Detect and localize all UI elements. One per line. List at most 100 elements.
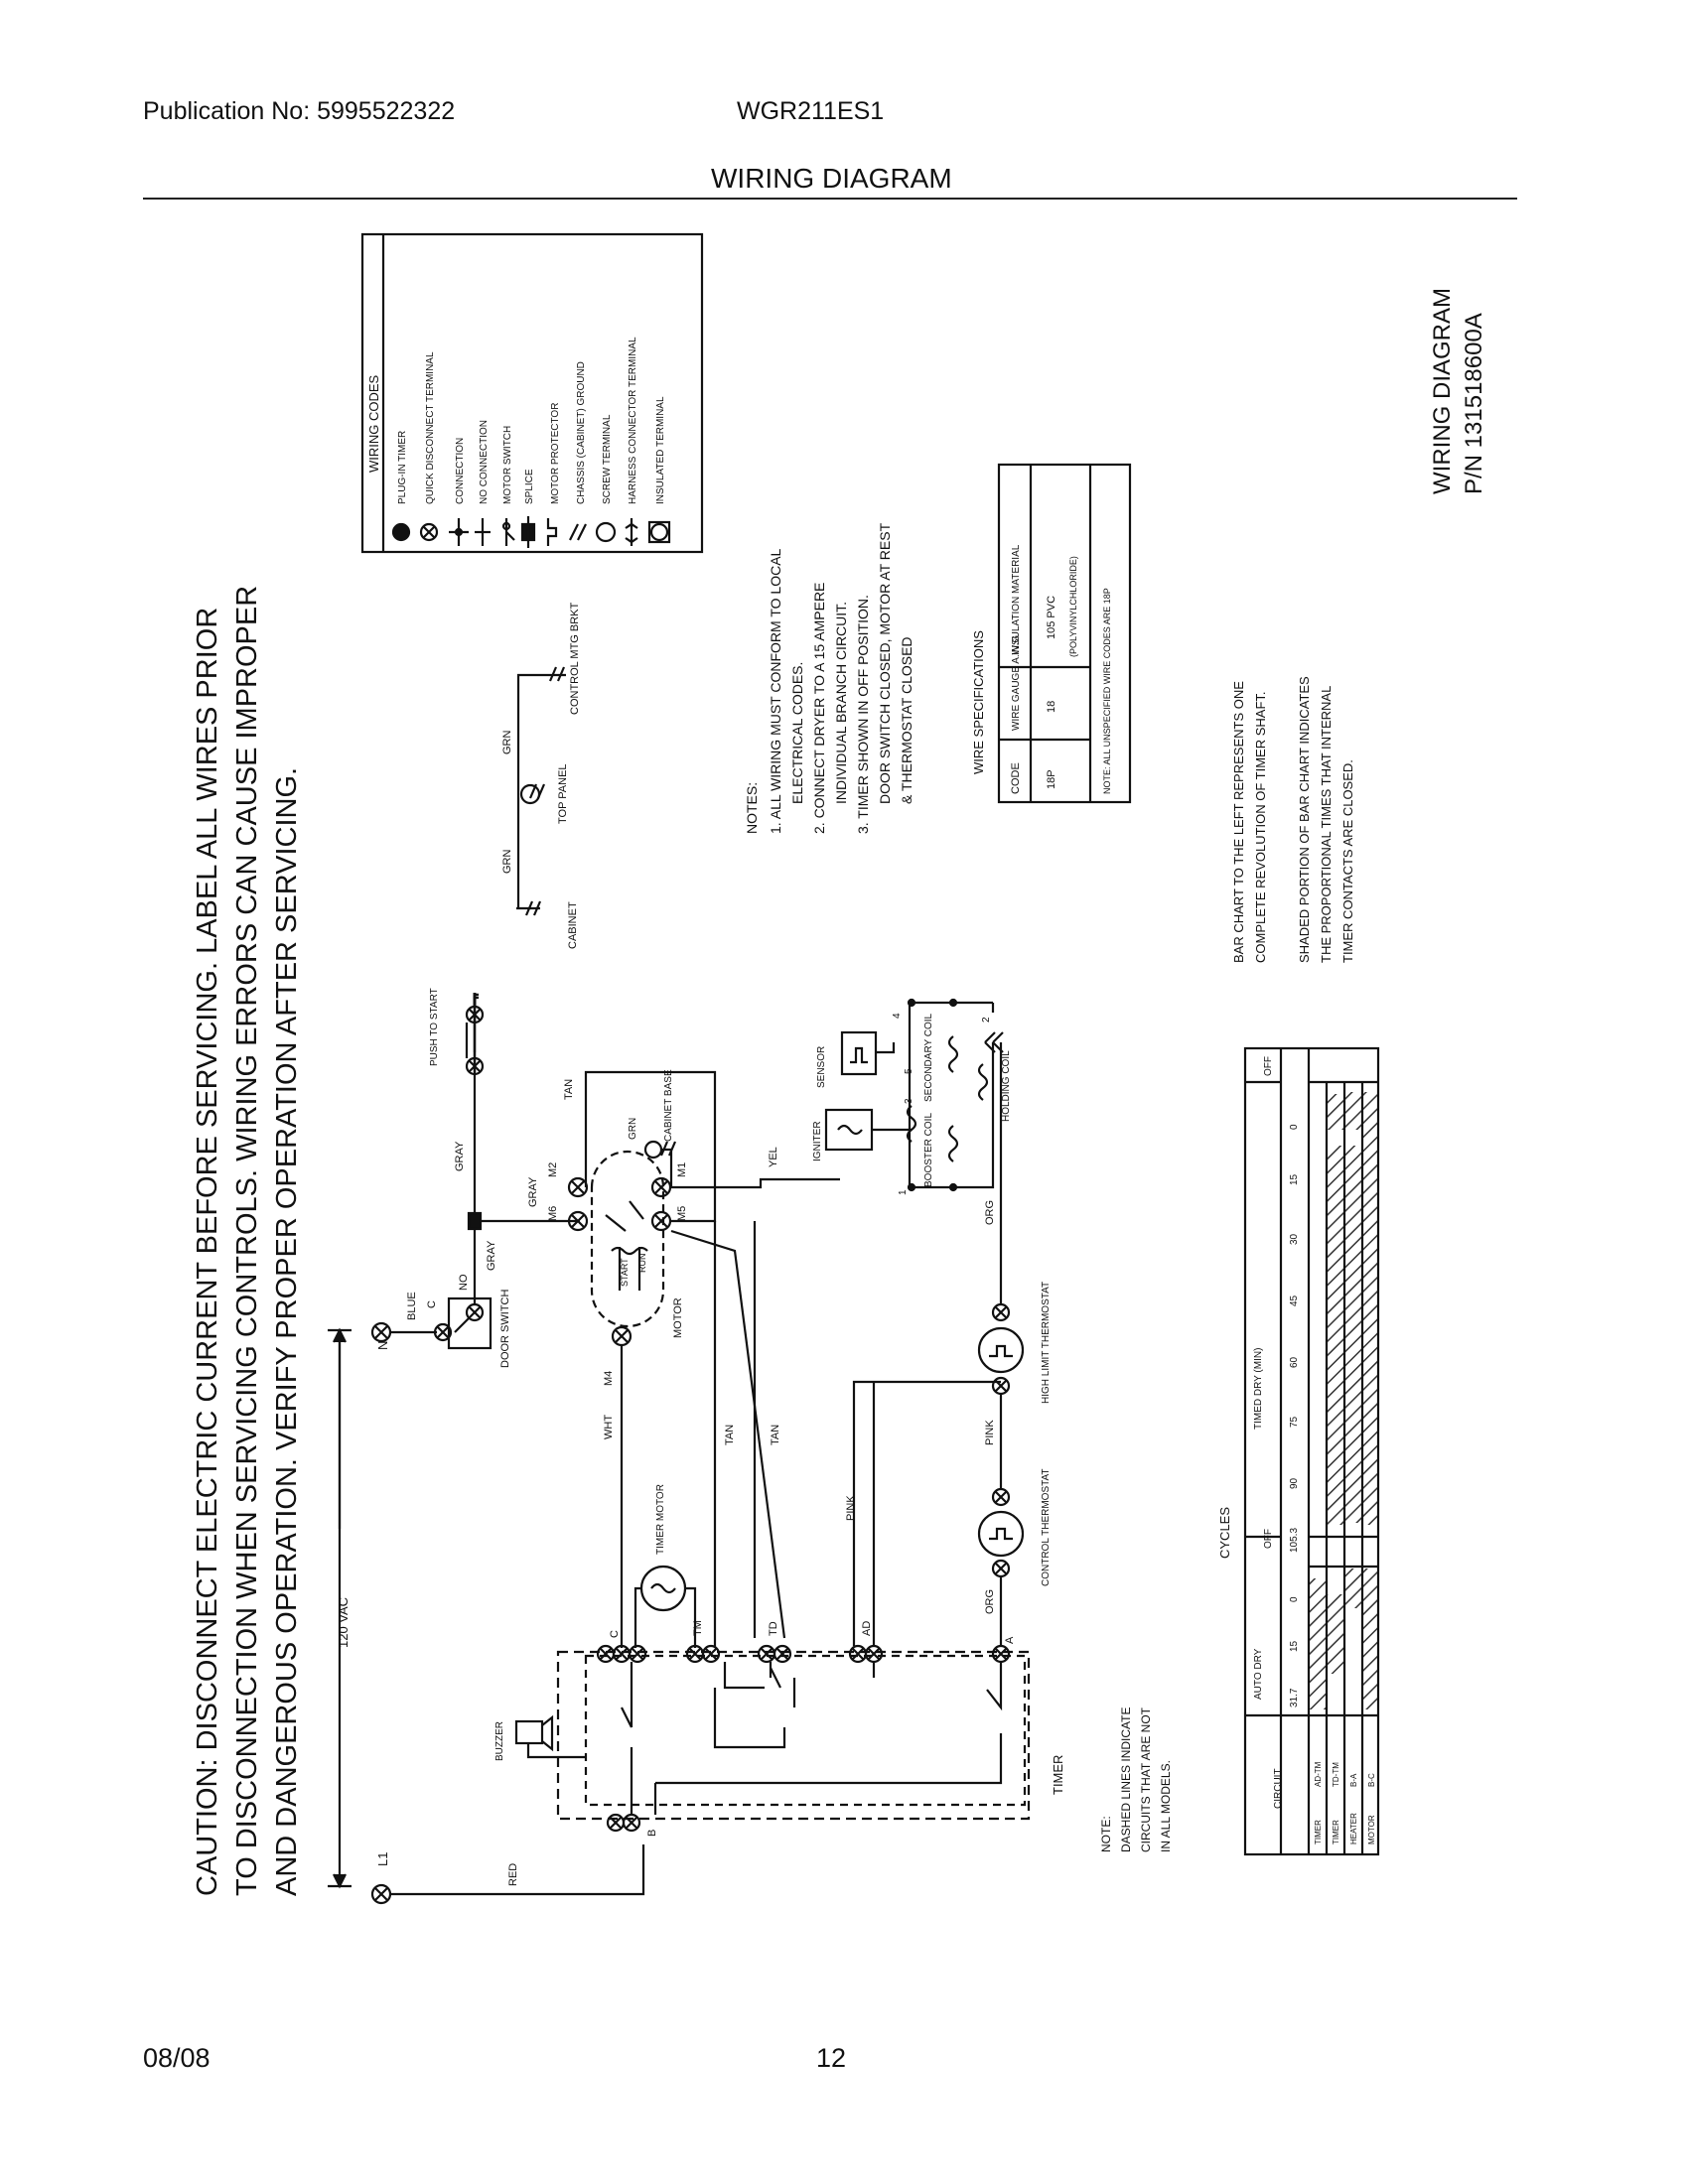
igniter-label: IGNITER xyxy=(812,1121,823,1161)
high-limit-thermostat-label: HIGH LIMIT THERMOSTAT xyxy=(1041,1282,1052,1404)
svg-text:ELECTRICAL CODES.: ELECTRICAL CODES. xyxy=(789,662,805,804)
timer-term-a: A xyxy=(1004,1636,1016,1644)
grn-label-1: GRN xyxy=(501,850,513,875)
svg-text:QUICK DISCONNECT TERMINAL: QUICK DISCONNECT TERMINAL xyxy=(425,351,436,504)
buzzer xyxy=(514,1714,586,1759)
org-label-2: ORG xyxy=(984,1200,996,1225)
wire-specs-header-code: CODE xyxy=(1010,762,1022,794)
motor xyxy=(567,1150,672,1347)
notes: NOTES: 1. ALL WIRING MUST CONFORM TO LOC… xyxy=(744,522,914,834)
high-limit-thermostat xyxy=(977,1302,1025,1396)
cabinet-base-label: CABINET BASE xyxy=(663,1069,674,1142)
tan-label-top: TAN xyxy=(563,1079,575,1100)
svg-text:BAR CHART TO THE LEFT REPRESEN: BAR CHART TO THE LEFT REPRESENTS ONE xyxy=(1231,681,1246,963)
cycles-row3-contacts: B-A xyxy=(1349,1773,1358,1787)
cycles-row2-contacts: TD-TM xyxy=(1332,1762,1340,1787)
timer-term-tm: TM xyxy=(692,1620,704,1636)
wht-label: WHT xyxy=(603,1415,615,1439)
wire-specs-insulation-detail: (POLYVINYLCHLORIDE) xyxy=(1068,556,1078,657)
wire-specs-title: WIRE SPECIFICATIONS xyxy=(971,630,986,774)
winding-run-label: RUN xyxy=(637,1254,647,1274)
timer-motor-label: TIMER MOTOR xyxy=(655,1484,666,1555)
svg-text:CIRCUITS THAT ARE NOT: CIRCUITS THAT ARE NOT xyxy=(1139,1706,1153,1852)
wire-specs-header-insulation: INSULATION MATERIAL xyxy=(1011,544,1022,655)
page-title: WIRING DIAGRAM xyxy=(711,163,952,194)
timer-terminals xyxy=(596,1644,1011,1833)
terminal-m2: M2 xyxy=(547,1162,559,1177)
control-thermostat-label: CONTROL THERMOSTAT xyxy=(1041,1468,1052,1586)
timer-term-c: C xyxy=(609,1630,621,1638)
burner-node-1: 1 xyxy=(898,1189,909,1195)
header-rule xyxy=(143,198,1517,200)
grn-label-cabinet-base: GRN xyxy=(628,1118,638,1140)
cycles-tick-90: 90 xyxy=(1289,1477,1300,1489)
svg-text:DASHED LINES INDICATE: DASHED LINES INDICATE xyxy=(1119,1707,1133,1852)
n-label: N xyxy=(375,1341,390,1350)
publication-number: Publication No: 5995522322 xyxy=(143,97,456,125)
terminal-m1: M1 xyxy=(676,1162,688,1177)
winding-start-label: START xyxy=(620,1258,630,1287)
cycles-tick-60: 60 xyxy=(1289,1356,1300,1368)
cycles-tick-0b: 0 xyxy=(1289,1124,1300,1130)
svg-text:SCREW TERMINAL: SCREW TERMINAL xyxy=(602,414,613,504)
wire-specs-gauge: 18 xyxy=(1046,701,1057,713)
org-label-1: ORG xyxy=(984,1589,996,1614)
svg-text:MOTOR SWITCH: MOTOR SWITCH xyxy=(502,426,513,504)
caution-line-3: AND DANGEROUS OPERATION. VERIFY PROPER O… xyxy=(271,767,303,1896)
cycles-title: CYCLES xyxy=(1217,1507,1232,1559)
cycles-tick-105-3: 105.3 xyxy=(1289,1528,1300,1553)
gray-label-1: GRAY xyxy=(486,1240,497,1271)
gray-label-2: GRAY xyxy=(454,1141,466,1171)
door-switch-no: NO xyxy=(458,1274,470,1291)
svg-text:3. TIMER SHOWN IN OFF POSITION: 3. TIMER SHOWN IN OFF POSITION. xyxy=(855,595,871,834)
cycles-row2-name: TIMER xyxy=(1332,1820,1340,1844)
cycles-table xyxy=(1243,1046,1380,1856)
wiring-codes-symbols xyxy=(391,516,671,548)
dashed-lines-note: NOTE: DASHED LINES INDICATE CIRCUITS THA… xyxy=(1099,1706,1173,1852)
svg-text:NO CONNECTION: NO CONNECTION xyxy=(479,420,490,504)
wire-specs-table xyxy=(997,463,1132,804)
cycles-group-auto-dry: AUTO DRY xyxy=(1253,1648,1264,1700)
door-switch-c: C xyxy=(426,1300,438,1308)
red-wire xyxy=(390,1844,645,1896)
svg-text:PLUG-IN TIMER: PLUG-IN TIMER xyxy=(397,431,408,504)
cycles-row1-name: TIMER xyxy=(1314,1820,1323,1844)
diagram-id-title: WIRING DIAGRAM xyxy=(1429,288,1456,494)
footer-date: 08/08 xyxy=(143,2043,211,2073)
wire-specs-header-gauge: WIRE GAUGE A.W.G xyxy=(1011,635,1022,731)
burner-node-3: 3 xyxy=(904,1098,914,1104)
cycles-circuit-header: CIRCUIT xyxy=(1273,1768,1284,1809)
cycles-tick-0a: 0 xyxy=(1289,1596,1300,1602)
door-switch-label: DOOR SWITCH xyxy=(499,1290,511,1368)
svg-text:INDIVIDUAL BRANCH CIRCUIT.: INDIVIDUAL BRANCH CIRCUIT. xyxy=(833,602,849,804)
svg-text:SHADED PORTION OF BAR CHART IN: SHADED PORTION OF BAR CHART INDICATES xyxy=(1297,676,1312,963)
caution-line-1: CAUTION: DISCONNECT ELECTRIC CURRENT BEF… xyxy=(192,608,223,1896)
control-thermostat xyxy=(977,1487,1025,1578)
cycles-tick-45: 45 xyxy=(1289,1295,1300,1306)
cycles-row3-name: HEATER xyxy=(1349,1813,1358,1844)
tan-label-1: TAN xyxy=(724,1425,736,1445)
caution-line-2: TO DISCONNECTION WHEN SERVICING CONTROLS… xyxy=(231,586,263,1896)
svg-text:SPLICE: SPLICE xyxy=(524,469,535,504)
splice xyxy=(467,1211,483,1231)
svg-text:CONNECTION: CONNECTION xyxy=(455,438,466,504)
secondary-coil-label: SECONDARY COIL xyxy=(923,1013,934,1102)
svg-text:& THERMOSTAT CLOSED: & THERMOSTAT CLOSED xyxy=(899,636,914,804)
wire-specs-insulation: 105 PVC xyxy=(1046,596,1057,639)
tan-wire-1 xyxy=(670,1229,786,1639)
wiring-codes-title: WIRING CODES xyxy=(366,374,381,473)
cycles-tick-31-7: 31.7 xyxy=(1289,1688,1300,1707)
wire-specs-note: NOTE: ALL UNSPECIFIED WIRE CODES ARE 18P xyxy=(1102,588,1112,794)
svg-text:2. CONNECT DRYER TO A 15 AMPER: 2. CONNECT DRYER TO A 15 AMPERE xyxy=(811,583,827,834)
page-number: 12 xyxy=(816,2043,847,2073)
buzzer-label: BUZZER xyxy=(494,1721,505,1761)
vac-label: 120 VAC xyxy=(336,1597,351,1648)
cycles-row4-name: MOTOR xyxy=(1367,1815,1376,1844)
wire-specs-code: 18P xyxy=(1046,769,1057,789)
supply-voltage-line xyxy=(328,1327,352,1889)
timer-box-inner xyxy=(584,1654,1027,1807)
svg-text:NOTES:: NOTES: xyxy=(744,782,760,834)
pink-label-1: PINK xyxy=(984,1420,996,1445)
svg-text:1. ALL WIRING MUST CONFORM TO: 1. ALL WIRING MUST CONFORM TO LOCAL xyxy=(768,548,783,834)
